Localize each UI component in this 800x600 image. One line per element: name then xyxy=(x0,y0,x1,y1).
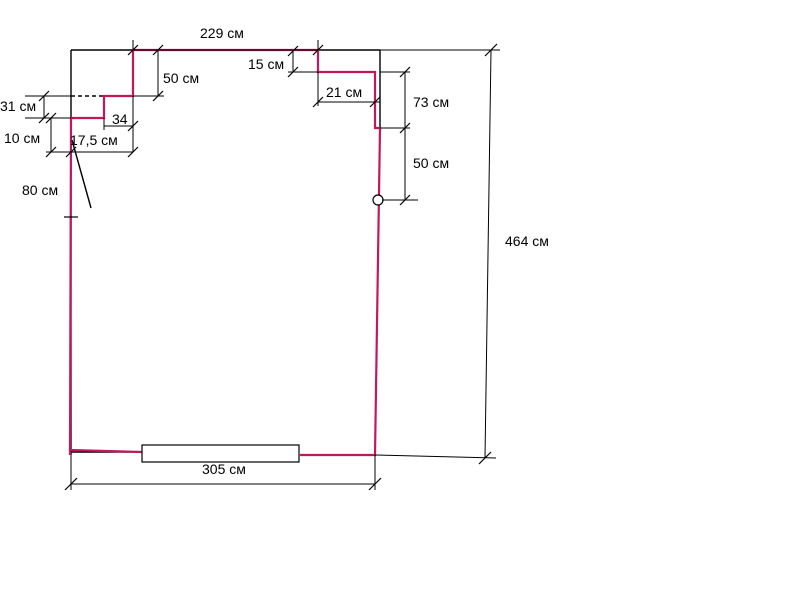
label-10: 10 см xyxy=(4,130,40,146)
dim-right-step: 15 см xyxy=(248,45,318,78)
door-swing-line xyxy=(71,139,92,209)
dim-top-width: 229 см xyxy=(127,25,324,56)
label-464: 464 см xyxy=(505,233,549,249)
dim-left-steps: 34 17,5 см xyxy=(65,96,139,158)
label-80: 80 см xyxy=(22,182,58,198)
label-50-right: 50 см xyxy=(413,155,449,171)
dim-left-lower: 10 см xyxy=(4,112,133,158)
label-305: 305 см xyxy=(202,461,246,477)
pivot-circle-marker xyxy=(372,194,384,206)
label-31: 31 см xyxy=(0,98,36,114)
label-50-left: 50 см xyxy=(163,70,199,86)
dim-right-niche: 21 см xyxy=(312,72,381,108)
dim-left-top-step: 50 см xyxy=(133,44,199,102)
label-17-5: 17,5 см xyxy=(70,132,118,148)
window xyxy=(141,444,300,463)
label-15: 15 см xyxy=(248,56,284,72)
dim-total-height: 464 см xyxy=(374,43,549,465)
label-34: 34 xyxy=(112,111,128,127)
label-73: 73 см xyxy=(413,94,449,110)
label-229: 229 см xyxy=(200,25,244,41)
dim-bottom-width: 305 см xyxy=(64,455,382,491)
dim-left-upper: 31 см xyxy=(0,90,71,124)
label-21: 21 см xyxy=(326,84,362,100)
dim-right-heights: 73 см 50 см xyxy=(380,66,449,206)
